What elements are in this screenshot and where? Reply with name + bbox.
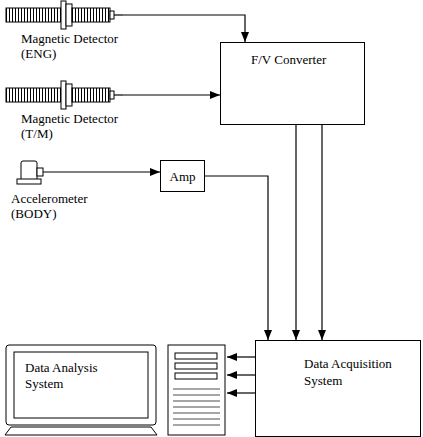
signal-connector	[123, 15, 245, 42]
flange	[61, 1, 66, 29]
sensor-body	[21, 161, 37, 181]
node-label: Data Analysis System	[25, 360, 105, 392]
screen	[14, 352, 148, 418]
end-cap	[110, 91, 114, 99]
keyboard	[5, 427, 157, 435]
signal-wire	[43, 171, 105, 172]
node-label: Magnetic Detector	[21, 111, 118, 126]
signal-wire	[114, 14, 123, 15]
signal-connector	[295, 125, 296, 340]
signal-connector	[321, 125, 322, 340]
vent-slot	[173, 419, 220, 420]
vent-slot	[173, 425, 220, 426]
end-cap	[110, 11, 114, 19]
node-label: (ENG)	[21, 46, 118, 61]
vent-slot	[173, 395, 220, 396]
vent-slot	[173, 413, 220, 414]
drive-bay	[175, 353, 217, 359]
text-group: Data Acquisition System	[304, 355, 392, 389]
text-group: F/V Converter	[251, 52, 326, 67]
threaded-body	[6, 88, 61, 102]
drive-bay	[175, 363, 217, 369]
signal-connector	[227, 374, 255, 375]
monitor	[6, 345, 156, 425]
acquisition-box: Data Acquisition System	[255, 340, 421, 437]
node-label: Amp	[170, 169, 196, 184]
lock-nut	[66, 84, 72, 106]
signal-connector	[227, 392, 255, 393]
node-label: Magnetic Detector	[21, 31, 118, 46]
vent-slot	[173, 407, 220, 408]
lock-nut	[66, 4, 72, 26]
node-label: (BODY)	[11, 206, 88, 221]
drive-bay	[175, 373, 217, 379]
text-group: Amp	[161, 161, 204, 191]
signal-connector	[123, 94, 220, 95]
signal-connector	[205, 176, 268, 340]
signal-connector	[227, 356, 255, 357]
amp-box: Amp	[160, 160, 205, 192]
threaded-body	[72, 88, 110, 102]
threaded-body	[72, 8, 110, 22]
signal-wire	[114, 94, 123, 95]
node-label: Data Acquisition System	[304, 355, 392, 389]
threaded-body	[6, 8, 61, 22]
signal-connector	[105, 171, 160, 172]
node-label: Accelerometer	[11, 191, 88, 206]
connector	[37, 168, 43, 176]
text-group: Accelerometer(BODY)	[11, 191, 88, 221]
mounting-base	[17, 179, 41, 184]
text-group: Data Analysis System	[25, 360, 105, 392]
computer: Data Analysis System	[5, 343, 227, 437]
text-group: Magnetic Detector(ENG)	[21, 31, 118, 61]
tower-case	[168, 345, 225, 435]
node-label: (T/M)	[21, 126, 118, 141]
accelerometer: Accelerometer(BODY)	[5, 157, 105, 224]
magnetic-detector: Magnetic Detector(T/M)	[5, 80, 123, 144]
flange	[61, 81, 66, 109]
magnetic-detector: Magnetic Detector(ENG)	[5, 0, 123, 64]
vent-slot	[173, 389, 220, 390]
vent-slot	[173, 401, 220, 402]
node-label: F/V Converter	[251, 52, 326, 67]
converter-box: F/V Converter	[220, 42, 365, 125]
text-group: Magnetic Detector(T/M)	[21, 111, 118, 141]
